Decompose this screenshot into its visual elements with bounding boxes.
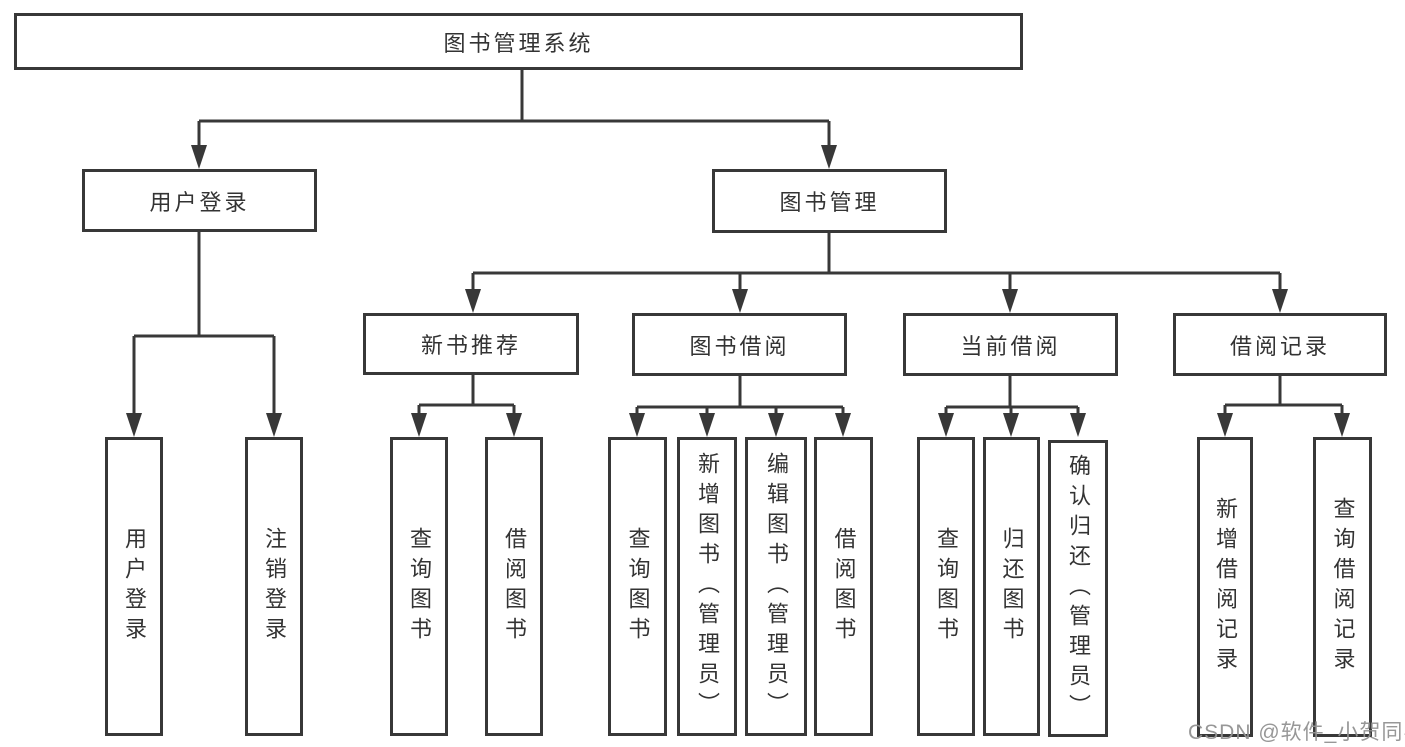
leaf-bor-add-book-label: 新增图书（管理员）	[695, 451, 720, 722]
leaf-rec-borrow-book-label: 借阅图书	[502, 526, 527, 647]
arrow-icon	[835, 413, 851, 437]
leaf-logout-label: 注销登录	[262, 526, 287, 647]
leaf-cur-return-book: 归还图书	[983, 437, 1040, 736]
connector-borrow-record	[1223, 376, 1344, 420]
arrow-icon	[629, 413, 645, 437]
node-new-book-rec: 新书推荐	[363, 313, 579, 375]
node-user-login: 用户登录	[82, 169, 317, 232]
arrow-icon	[1334, 413, 1350, 437]
node-book-mgmt: 图书管理	[712, 169, 947, 233]
connector-book-borrow	[635, 376, 845, 420]
leaf-log-add-record: 新增借阅记录	[1197, 437, 1253, 737]
leaf-rec-query-book-label: 查询图书	[407, 526, 432, 647]
leaf-logout: 注销登录	[245, 437, 303, 736]
node-new-book-rec-label: 新书推荐	[420, 333, 521, 358]
leaf-log-query-record: 查询借阅记录	[1313, 437, 1372, 737]
leaf-bor-edit-book-label: 编辑图书（管理员）	[764, 451, 789, 722]
arrow-icon	[821, 145, 837, 169]
leaf-cur-query-book: 查询图书	[917, 437, 975, 736]
node-book-borrow: 图书借阅	[632, 313, 847, 376]
arrow-icon	[266, 413, 282, 437]
arrow-icon	[1003, 413, 1019, 437]
leaf-user-login-label: 用户登录	[122, 526, 147, 647]
arrow-icon	[938, 413, 954, 437]
connector-user-login	[132, 232, 276, 420]
arrow-icon	[699, 413, 715, 437]
leaf-bor-query-book-label: 查询图书	[625, 526, 651, 647]
arrow-icon	[1070, 413, 1086, 437]
leaf-cur-confirm-return-label: 确认归还（管理员）	[1066, 453, 1091, 724]
leaf-cur-query-book-label: 查询图书	[934, 526, 959, 647]
leaf-bor-borrow-book-label: 借阅图书	[831, 526, 857, 647]
leaf-bor-borrow-book: 借阅图书	[814, 437, 873, 736]
leaf-cur-confirm-return: 确认归还（管理员）	[1048, 440, 1108, 737]
node-current-borrow: 当前借阅	[903, 313, 1118, 376]
leaf-cur-return-book-label: 归还图书	[999, 526, 1025, 647]
arrow-icon	[411, 413, 427, 437]
leaf-rec-borrow-book: 借阅图书	[485, 437, 543, 736]
leaf-log-query-record-label: 查询借阅记录	[1330, 497, 1356, 677]
node-user-login-label: 用户登录	[149, 189, 250, 215]
node-root: 图书管理系统	[14, 13, 1023, 70]
leaf-rec-query-book: 查询图书	[390, 437, 448, 736]
leaf-bor-add-book: 新增图书（管理员）	[677, 437, 737, 736]
arrowheads	[126, 145, 1350, 437]
arrow-icon	[126, 413, 142, 437]
leaf-bor-edit-book: 编辑图书（管理员）	[745, 437, 807, 736]
node-current-borrow-label: 当前借阅	[960, 333, 1061, 359]
arrow-icon	[1002, 289, 1018, 313]
node-book-mgmt-label: 图书管理	[779, 190, 880, 215]
arrow-icon	[191, 145, 207, 169]
arrow-icon	[465, 289, 481, 313]
watermark: CSDN @软件_小贺同学	[1188, 721, 1405, 744]
node-root-label: 图书管理系统	[443, 30, 594, 56]
arrow-icon	[1272, 289, 1288, 313]
node-borrow-record: 借阅记录	[1173, 313, 1387, 376]
arrow-icon	[768, 413, 784, 437]
connector-new-book-rec	[417, 375, 516, 420]
node-borrow-record-label: 借阅记录	[1229, 333, 1330, 359]
arrow-icon	[732, 289, 748, 313]
connector-book-mgmt	[471, 233, 1282, 296]
node-book-borrow-label: 图书借阅	[689, 333, 790, 359]
leaf-log-add-record-label: 新增借阅记录	[1213, 497, 1238, 677]
arrow-icon	[506, 413, 522, 437]
leaf-bor-query-book: 查询图书	[608, 437, 667, 736]
arrow-icon	[1217, 413, 1233, 437]
connector-root	[197, 70, 831, 152]
leaf-user-login: 用户登录	[105, 437, 163, 736]
